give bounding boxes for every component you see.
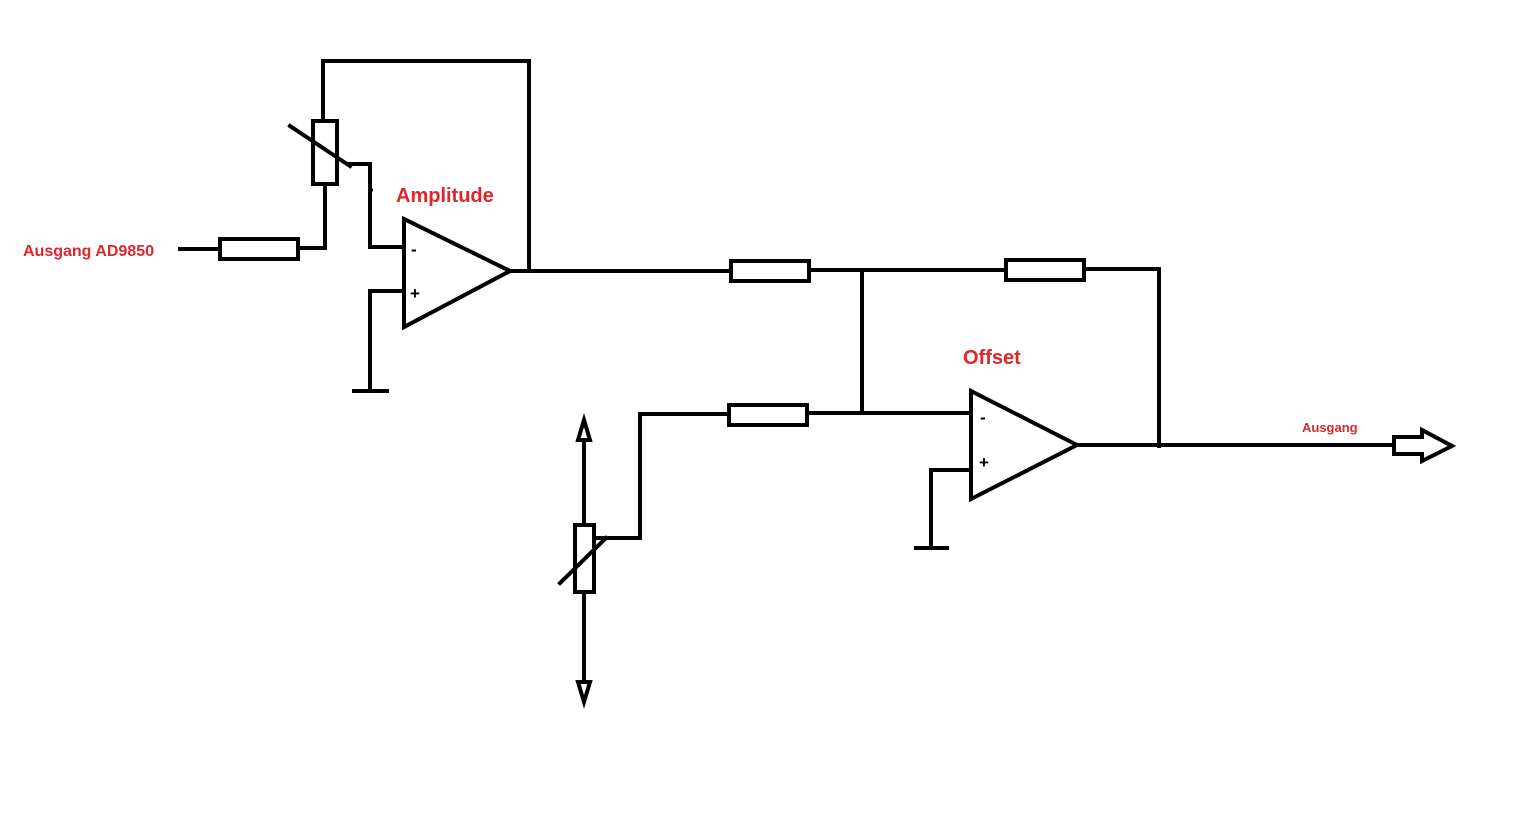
potentiometer-adjust-arrow xyxy=(287,123,353,169)
output-label: Ausgang xyxy=(1302,420,1358,435)
input-resistor xyxy=(218,237,300,261)
negative-supply-arrow-icon xyxy=(575,680,593,709)
summing-network xyxy=(583,258,1161,540)
offset-pot-adjust-arrow xyxy=(557,535,609,586)
offset-stage: - + xyxy=(914,387,1457,550)
feedback-loop-wire xyxy=(321,59,531,273)
wiper-to-inverting-wire xyxy=(348,162,406,249)
output-arrow-icon xyxy=(1392,426,1457,465)
opamp2-ground-wire xyxy=(929,468,973,550)
offset-opamp xyxy=(969,387,1082,503)
amplitude-opamp xyxy=(402,215,515,331)
offset-label: Offset xyxy=(963,347,1021,369)
amplitude-stage: - + xyxy=(178,59,733,393)
opamp2-minus-pin: - xyxy=(980,408,986,427)
offset-potentiometer-group xyxy=(557,413,609,709)
offset-feedback-wire xyxy=(1082,267,1161,448)
opamp1-ground-wire xyxy=(368,289,406,393)
summing-resistor-bottom xyxy=(727,403,809,427)
offset-feedback-resistor xyxy=(1004,258,1086,282)
opamp2-plus-pin: + xyxy=(979,453,989,472)
feedback-potentiometer xyxy=(311,119,339,186)
input-label: Ausgang AD9850 xyxy=(23,243,154,260)
wiper-dot xyxy=(369,188,373,192)
offset-pot-wire xyxy=(583,412,731,540)
amplitude-label: Amplitude xyxy=(396,185,494,207)
opamp1-plus-pin: + xyxy=(410,284,420,303)
input-to-pot-wire xyxy=(296,182,327,250)
summing-resistor-top xyxy=(729,259,811,283)
positive-supply-arrow-icon xyxy=(575,413,593,442)
opamp1-minus-pin: - xyxy=(411,240,417,259)
